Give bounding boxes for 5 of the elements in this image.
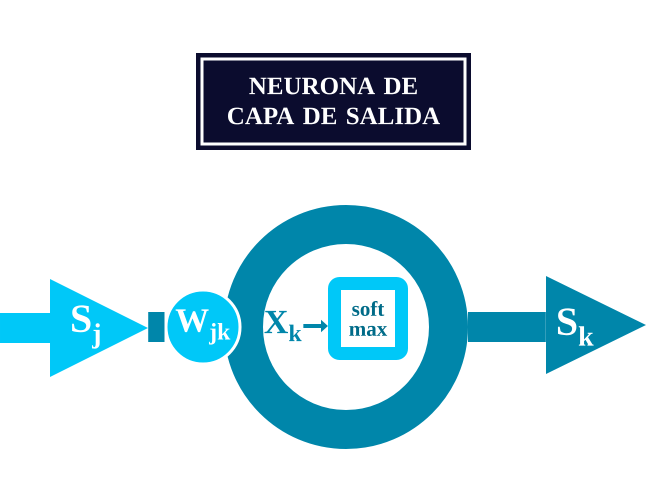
net-input-label: X$_{k}$ (264, 310, 302, 342)
connector-bar (468, 312, 546, 342)
title-box: NEURONA DE CAPA DE SALIDA (196, 53, 471, 150)
softmax-box: soft max (328, 277, 408, 360)
connector-bar (148, 312, 164, 342)
